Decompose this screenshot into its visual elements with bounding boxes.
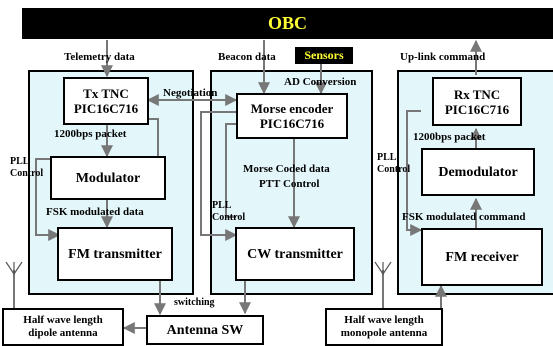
pll-control-rx	[406, 110, 423, 236]
tx-tnc-chip: PIC16C716	[73, 101, 139, 116]
switching-label: switching	[174, 297, 215, 308]
modulator-label: Modulator	[75, 170, 141, 186]
control-label-tx: Control	[10, 168, 44, 179]
ad-conversion-label: AD Conversion	[284, 76, 357, 88]
telemetry-data-label: Telemetry data	[64, 51, 135, 63]
fm-transmitter-box: FM transmitter	[57, 227, 173, 281]
control-label-rx: Control	[377, 164, 411, 175]
negotiation-label: Negotiation	[163, 87, 218, 99]
uplink-command-label: Up-link command	[400, 51, 486, 63]
rx-packet-label: 1200bps packet	[413, 131, 486, 143]
cw-transmitter-label: CW transmitter	[247, 246, 343, 262]
pll-label-rx: PLL	[377, 152, 397, 163]
tx-tnc-box: Tx TNC PIC16C716	[63, 77, 149, 125]
demodulator-label: Demodulator	[438, 164, 518, 180]
fsk-tx-label: FSK modulated data	[46, 206, 144, 218]
fm-receiver-box: FM receiver	[421, 228, 543, 286]
antenna-sw-box: Antenna SW	[146, 315, 264, 345]
rx-tnc-title: Rx TNC	[453, 86, 501, 102]
morse-encoder-chip: PIC16C716	[259, 116, 325, 131]
morse-encoder-title: Morse encoder	[250, 101, 334, 116]
rx-tnc-chip: PIC16C716	[444, 101, 510, 117]
ptt-control-label: PTT Control	[259, 178, 320, 190]
pll-control-beacon	[200, 111, 238, 241]
beacon-data-label: Beacon data	[218, 51, 276, 63]
obc-label: OBC	[267, 13, 307, 33]
morse-coded-label: Morse Coded data	[243, 163, 330, 175]
sensors-label: Sensors	[304, 48, 344, 62]
morse-encoder-box: Morse encoder PIC16C716	[236, 93, 348, 139]
fm-receiver-label: FM receiver	[445, 249, 519, 265]
dipole-antenna-box: Half wave length dipole antenna	[2, 308, 124, 346]
demodulator-box: Demodulator	[421, 148, 535, 196]
pll-label-beacon: PLL	[212, 200, 232, 211]
control-label-beacon: Control	[212, 212, 246, 223]
pll-label-tx: PLL	[10, 156, 30, 167]
obc-bar: OBC	[22, 8, 553, 39]
tx-packet-label: 1200bps packet	[54, 128, 127, 140]
dipole-antenna-symbol	[5, 261, 23, 276]
monopole-antenna-symbol	[374, 261, 392, 276]
dipole-line1: Half wave length	[23, 314, 103, 326]
cw-transmitter-box: CW transmitter	[235, 227, 355, 281]
fsk-rx-label: FSK modulated command	[402, 211, 526, 223]
monopole-line2: monopole antenna	[340, 327, 428, 339]
fm-transmitter-label: FM transmitter	[68, 246, 162, 262]
dipole-line2: dipole antenna	[28, 327, 98, 339]
antenna-sw-label: Antenna SW	[166, 322, 244, 338]
monopole-line1: Half wave length	[344, 314, 424, 326]
sensors-box: Sensors	[295, 47, 353, 64]
pll-control-beacon-inner	[225, 123, 236, 218]
tx-tnc-title: Tx TNC	[83, 86, 129, 101]
rx-tnc-box: Rx TNC PIC16C716	[432, 77, 522, 126]
monopole-antenna-box: Half wave length monopole antenna	[325, 308, 443, 346]
modulator-box: Modulator	[50, 156, 166, 200]
